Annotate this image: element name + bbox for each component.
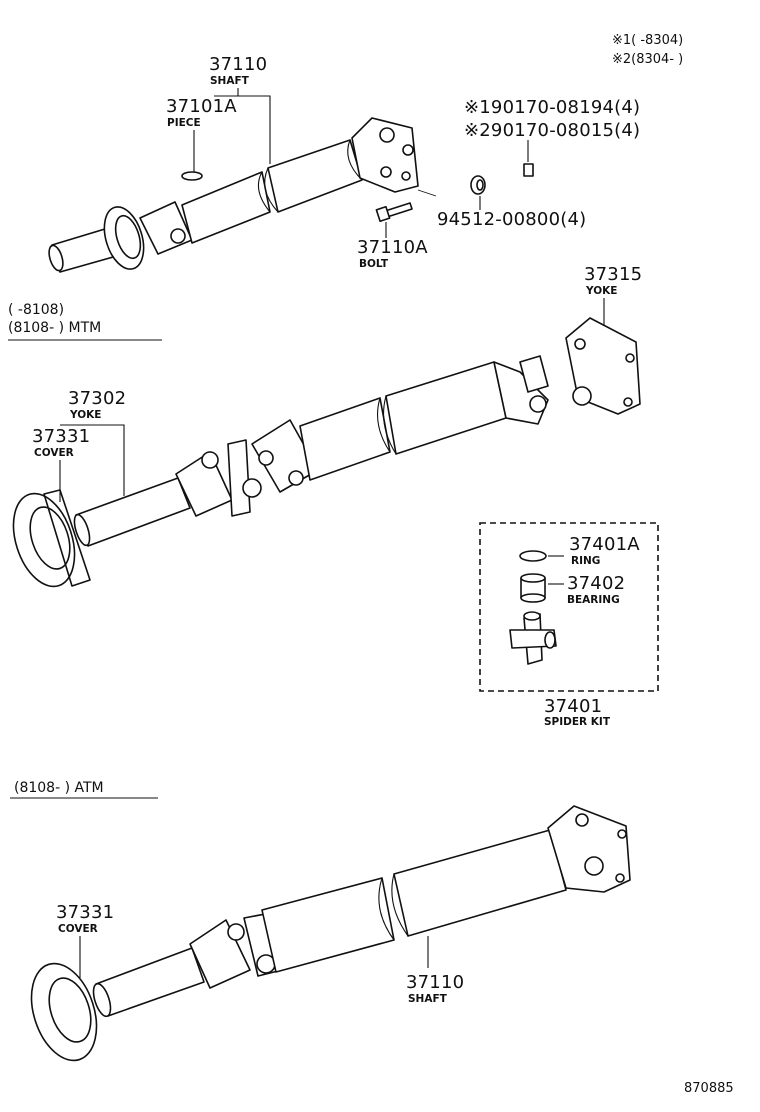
mtm-range-2: (8108- ) MTM xyxy=(8,320,101,336)
label-37331-mtm-number: 37331 xyxy=(32,426,90,447)
label-37101A-name: PIECE xyxy=(167,117,201,129)
label-37110-atm-number: 37110 xyxy=(406,972,464,993)
label-37110A-name: BOLT xyxy=(359,258,389,270)
label-bolt1-number: ※190170-08194(4) xyxy=(464,97,640,118)
label-37315-number: 37315 xyxy=(584,264,642,285)
bolt-37110A[interactable] xyxy=(375,202,413,223)
label-37401A-number: 37401A xyxy=(569,534,640,555)
label-37401-name: SPIDER KIT xyxy=(544,716,611,728)
nut-94512[interactable] xyxy=(470,175,486,195)
ring-37401A[interactable] xyxy=(519,550,547,562)
label-37401-number: 37401 xyxy=(544,696,602,717)
label-37401A-name: RING xyxy=(571,555,600,567)
mtm-range-1: ( -8108) xyxy=(8,302,64,318)
label-37331-mtm-name: COVER xyxy=(34,447,74,459)
spider-37401[interactable] xyxy=(509,611,557,665)
figure-number: 870885 xyxy=(684,1081,734,1096)
label-37302-number: 37302 xyxy=(68,388,126,409)
label-37101A-number: 37101A xyxy=(166,96,237,117)
bearing-37402[interactable] xyxy=(520,573,546,603)
label-37110-atm-name: SHAFT xyxy=(408,993,448,1005)
spider-kit-box xyxy=(479,522,659,692)
label-bolt2-number: ※290170-08015(4) xyxy=(464,120,640,141)
label-37331-atm-name: COVER xyxy=(58,923,98,935)
upper-propeller-shaft[interactable] xyxy=(46,117,419,274)
label-37110A-number: 37110A xyxy=(357,237,428,258)
label-37402-name: BEARING xyxy=(567,594,620,606)
note-1: ※1( -8304) xyxy=(612,33,683,48)
label-37110-name: SHAFT xyxy=(210,75,250,87)
label-37331-atm-number: 37331 xyxy=(56,902,114,923)
label-37315-name: YOKE xyxy=(585,285,617,297)
label-37402-number: 37402 xyxy=(567,573,625,594)
bolt-90170[interactable] xyxy=(523,163,534,177)
piece-weight[interactable] xyxy=(181,171,203,181)
atm-range: (8108- ) ATM xyxy=(14,780,104,796)
atm-propeller-shaft[interactable] xyxy=(20,805,631,1069)
label-37110-number: 37110 xyxy=(209,54,267,75)
note-2: ※2(8304- ) xyxy=(612,52,683,67)
mtm-propeller-shaft[interactable] xyxy=(3,317,641,594)
label-37302-name: YOKE xyxy=(69,409,101,421)
label-94512-number: 94512-00800(4) xyxy=(437,209,586,230)
